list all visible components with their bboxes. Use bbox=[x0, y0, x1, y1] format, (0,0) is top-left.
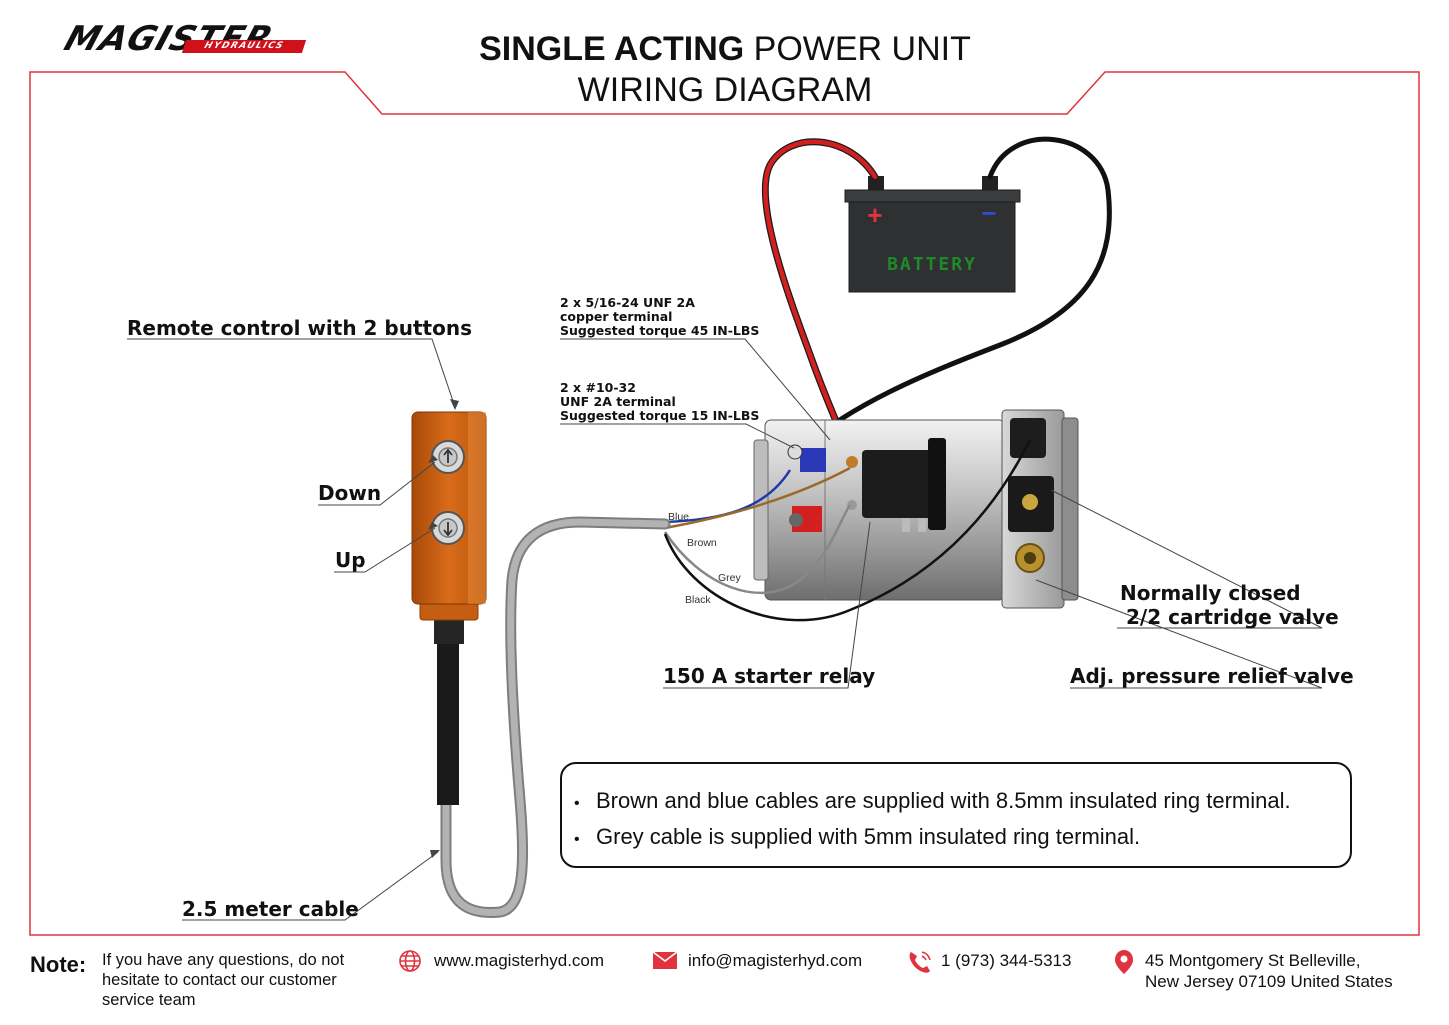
callout-valve-line2: 2/2 cartridge valve bbox=[1126, 605, 1339, 629]
footer-phone[interactable]: 1 (973) 344-5313 bbox=[941, 951, 1072, 970]
callout-remote-control: Remote control with 2 buttons bbox=[127, 316, 472, 340]
battery-plus-sign: + bbox=[867, 200, 883, 230]
page-title-line2: WIRING DIAGRAM bbox=[577, 71, 873, 109]
wire-black bbox=[663, 439, 1032, 622]
note-copper-terminal: 2 x 5/16-24 UNF 2A copper terminal Sugge… bbox=[560, 295, 760, 338]
phone-icon bbox=[909, 951, 931, 973]
wire-brown bbox=[664, 466, 851, 530]
wire-label-blue: Blue bbox=[668, 511, 690, 523]
footer-note-text: If you have any questions, do not hesita… bbox=[102, 951, 345, 1009]
notes-box: •Brown and blue cables are supplied with… bbox=[560, 762, 1352, 868]
leader-arrowheads bbox=[428, 399, 459, 858]
globe-icon bbox=[399, 950, 421, 972]
leader-lines bbox=[127, 338, 1323, 921]
footer-address-line1: 45 Montgomery St Belleville, bbox=[1145, 951, 1361, 970]
callout-down: Down bbox=[318, 481, 382, 505]
footer-note-label: Note: bbox=[30, 952, 87, 977]
location-pin-icon bbox=[1115, 950, 1133, 974]
email-icon bbox=[652, 951, 678, 969]
valve-block bbox=[1001, 409, 1079, 609]
footer-email-link[interactable]: info@magisterhyd.com bbox=[688, 951, 863, 970]
wire-label-black: Black bbox=[685, 594, 711, 606]
black-wire bbox=[802, 136, 1112, 448]
down-button bbox=[431, 440, 465, 474]
page-frame bbox=[29, 71, 1420, 936]
up-button bbox=[431, 511, 465, 545]
wire-label-grey: Grey bbox=[718, 572, 741, 584]
callout-valve-line1: Normally closed bbox=[1120, 581, 1301, 605]
page-title-line1: SINGLE ACTING POWER UNIT bbox=[479, 30, 971, 68]
footer-address-line2: New Jersey 07109 United States bbox=[1145, 972, 1393, 991]
starter-relay bbox=[846, 438, 946, 532]
motor-terminals bbox=[787, 444, 826, 532]
footer-website-link[interactable]: www.magisterhyd.com bbox=[434, 951, 605, 970]
battery bbox=[844, 176, 1021, 293]
wire-label-brown: Brown bbox=[687, 537, 717, 549]
battery-minus-sign: − bbox=[981, 198, 997, 228]
notes-item: •Grey cable is supplied with 5mm insulat… bbox=[574, 824, 1141, 849]
callout-cable: 2.5 meter cable bbox=[182, 897, 359, 921]
wire-grey bbox=[663, 504, 852, 595]
callout-starter-relay: 150 A starter relay bbox=[663, 664, 876, 688]
battery-label: BATTERY bbox=[887, 254, 977, 275]
callout-up: Up bbox=[335, 548, 366, 572]
notes-item: •Brown and blue cables are supplied with… bbox=[574, 788, 1291, 813]
note-unf-terminal: 2 x #10-32 UNF 2A terminal Suggested tor… bbox=[560, 380, 760, 423]
callout-relief-valve: Adj. pressure relief valve bbox=[1070, 664, 1354, 688]
